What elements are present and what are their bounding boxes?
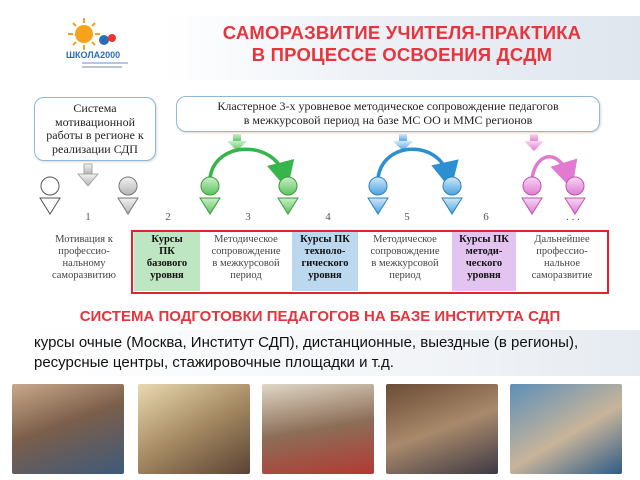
- training-description: курсы очные (Москва, Институт СДП), дист…: [34, 334, 579, 371]
- stage-cell: Мотивация к професcио- нальному саморазв…: [38, 231, 130, 291]
- step-number: 1: [85, 211, 91, 223]
- stage-cell-course: Курсы ПК техноло- гического уровня: [292, 231, 358, 291]
- stage-cell: Дальнейшее профессио- нальное саморазвит…: [518, 231, 606, 291]
- cell-line: гического: [301, 258, 349, 269]
- step-number: 3: [245, 211, 251, 223]
- pink-down-arrow-icon: [524, 134, 544, 151]
- callout-left-line: реализации СДП: [52, 141, 138, 156]
- cell-line: методи-: [465, 246, 503, 257]
- cell-line: Курсы ПК: [300, 234, 350, 245]
- cell-line: Мотивация к: [55, 234, 113, 245]
- person-figure-icon: [39, 176, 61, 215]
- cell-line: период: [230, 270, 262, 281]
- stage-cell: Методическое сопровождение в межкурсовой…: [202, 231, 290, 291]
- cell-line: период: [389, 270, 421, 281]
- cell-line: уровня: [467, 270, 501, 281]
- cell-line: Методическое: [214, 234, 278, 245]
- stage-cell-course: Курсы ПК базового уровня: [134, 231, 200, 291]
- step-number: . . .: [566, 211, 580, 223]
- stage-cell-course: Курсы ПК методи- ческого уровня: [452, 231, 516, 291]
- callout-top-line: в межкурсовой период на базе МС ОО и ММС…: [243, 112, 533, 127]
- step-number: 6: [483, 211, 489, 223]
- cell-line: Курсы: [151, 234, 183, 245]
- cell-line: саморазвитию: [51, 270, 117, 281]
- callout-left-line: Система: [73, 101, 117, 115]
- cell-line: в межкурсовой: [212, 258, 280, 269]
- cell-line: нальному: [62, 258, 106, 269]
- cell-line: професcио-: [58, 246, 110, 257]
- description-band: [26, 330, 640, 376]
- stage-cell: Методическое сопровождение в межкурсовой…: [360, 231, 450, 291]
- classroom-photo: [386, 384, 498, 474]
- callout-left-line: работы в регионе к: [46, 128, 144, 142]
- cell-line: Курсы ПК: [459, 234, 509, 245]
- blue-curve-arrow-icon: [376, 147, 459, 190]
- classroom-photo: [12, 384, 124, 474]
- gray-down-arrow-icon: [77, 163, 99, 187]
- green-down-arrow-icon: [227, 134, 247, 151]
- step-number: 4: [325, 211, 331, 223]
- cell-line: нальное: [543, 258, 581, 269]
- cell-line: ПК: [159, 246, 175, 257]
- motivation-system-callout: Система мотивационной работы в регионе к…: [34, 97, 156, 161]
- pink-curve-arrow-icon: [530, 155, 578, 190]
- person-figure-icon: [117, 176, 139, 215]
- courses-highlight-frame: [131, 230, 609, 294]
- person-figure-icon: [521, 176, 543, 215]
- cluster-support-callout: Кластерное 3-х уровневое методическое со…: [176, 96, 600, 132]
- cell-line: сопровождение: [211, 246, 281, 257]
- green-curve-arrow-icon: [208, 147, 295, 190]
- school-2000-logo: ШКОЛА2000: [60, 14, 136, 72]
- person-figure-icon: [367, 176, 389, 215]
- step-number: 5: [404, 211, 410, 223]
- progression-diagram: [39, 134, 586, 215]
- person-figure-icon: [277, 176, 299, 215]
- cell-line: базового: [146, 258, 188, 269]
- cell-line: ческого: [465, 258, 503, 269]
- callout-left-line: мотивационной: [54, 114, 136, 129]
- cell-line: профессио-: [536, 246, 588, 257]
- person-figure-icon: [199, 176, 221, 215]
- step-number: 2: [165, 211, 171, 223]
- classroom-photo: [138, 384, 250, 474]
- stages-table: Мотивация к професcио- нальному саморазв…: [38, 231, 608, 295]
- classroom-photo: [510, 384, 622, 474]
- title-band: [164, 16, 640, 80]
- cell-line: саморазвитие: [531, 270, 593, 281]
- cell-line: Методическое: [373, 234, 437, 245]
- title-line-1: САМОРАЗВИТИЕ УЧИТЕЛЯ-ПРАКТИКА: [222, 22, 582, 43]
- callout-top-line: Кластерное 3-х уровневое методическое со…: [217, 99, 559, 113]
- cell-line: Дальнейшее: [534, 234, 590, 245]
- person-figure-icon: [441, 176, 463, 215]
- cell-line: уровня: [150, 270, 184, 281]
- page-title: САМОРАЗВИТИЕ УЧИТЕЛЯ-ПРАКТИКА В ПРОЦЕССЕ…: [164, 22, 640, 66]
- title-line-2: В ПРОЦЕССЕ ОСВОЕНИЯ ДСДМ: [251, 44, 553, 65]
- cell-line: в межкурсовой: [371, 258, 439, 269]
- blue-down-arrow-icon: [393, 134, 413, 151]
- cell-line: уровня: [308, 270, 342, 281]
- svg-text:ШКОЛА2000: ШКОЛА2000: [66, 50, 120, 60]
- cell-line: сопровождение: [370, 246, 440, 257]
- classroom-photo: [262, 384, 374, 474]
- person-figure-icon: [564, 176, 586, 215]
- cell-line: техноло-: [304, 246, 346, 257]
- section-subtitle: СИСТЕМА ПОДГОТОВКИ ПЕДАГОГОВ НА БАЗЕ ИНС…: [79, 308, 561, 325]
